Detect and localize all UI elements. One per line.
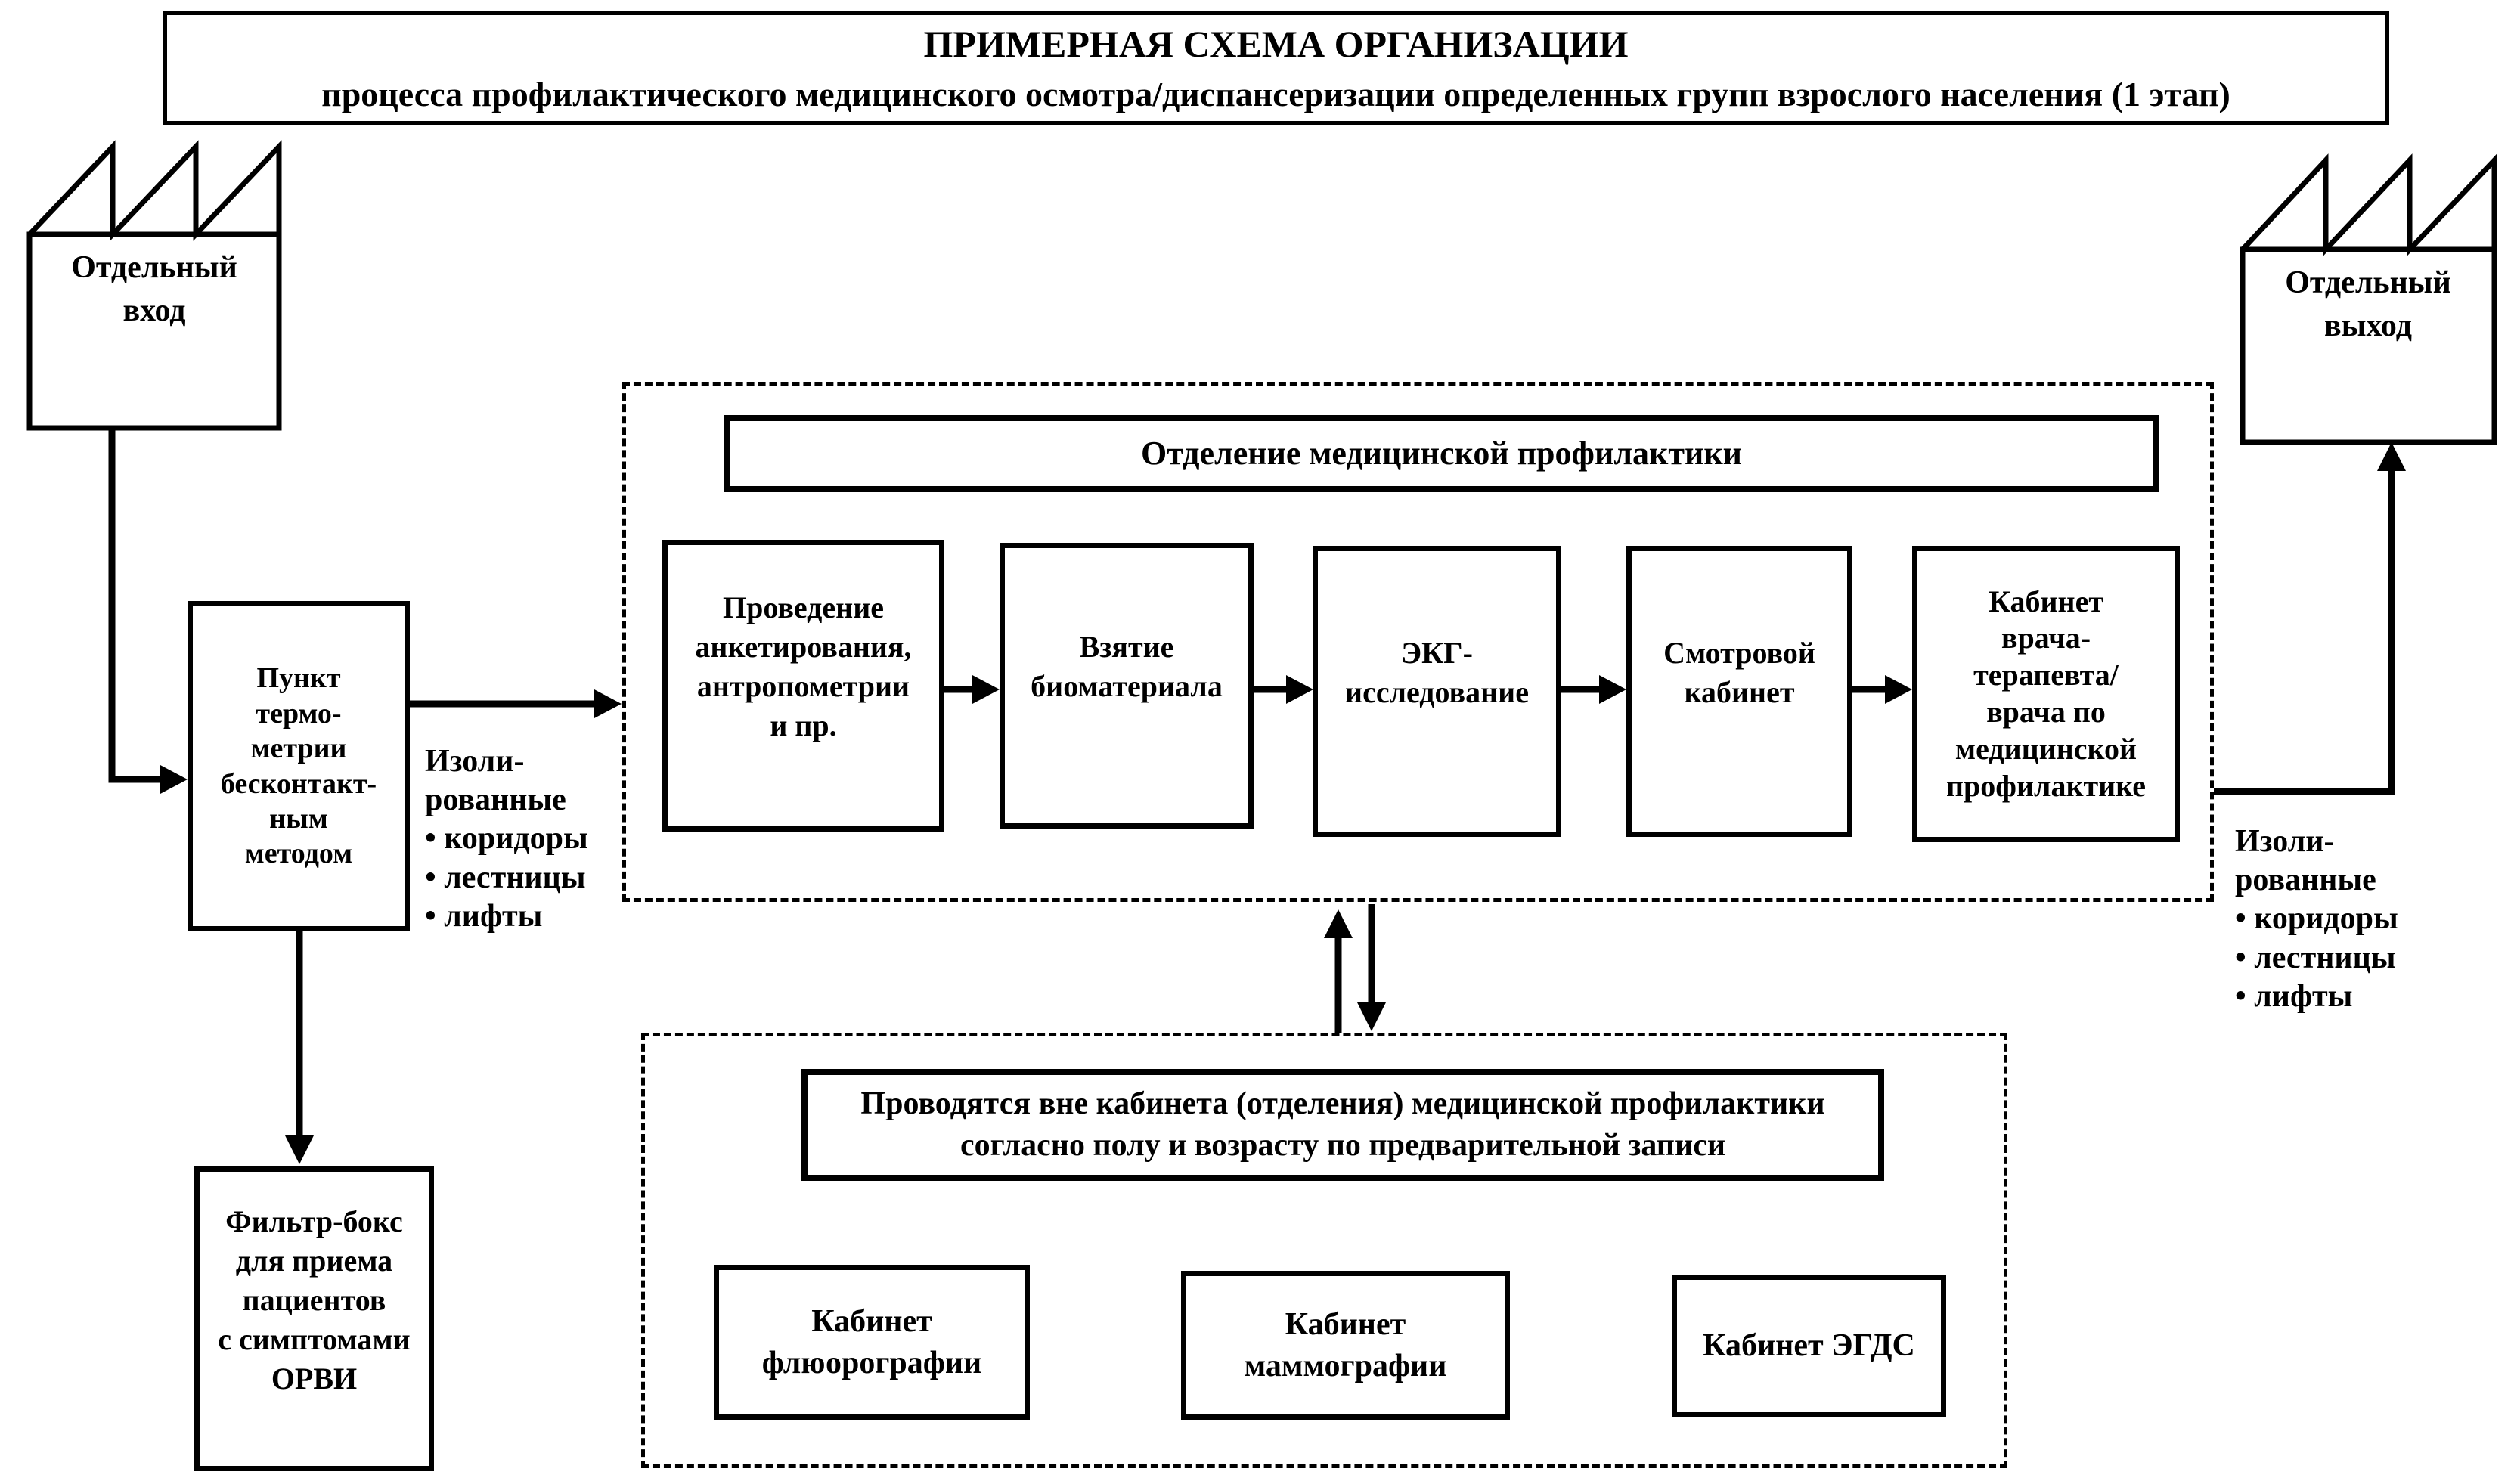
external-procedures-header: Проводятся вне кабинета (отделения) меди… [801, 1069, 1884, 1181]
entry-label: Отдельный вход [71, 250, 237, 328]
exit-label: Отдельный выход [2285, 265, 2451, 343]
thermometry-label: Пункт термо- метрии бесконтакт- ным мето… [220, 662, 377, 870]
external-procedures-container [641, 1033, 2007, 1468]
isolated-routes-right: Изоли- рованные • коридоры • лестницы • … [2235, 824, 2398, 1014]
page-title: ПРИМЕРНАЯ СХЕМА ОРГАНИЗАЦИИ [923, 22, 1629, 65]
factory-exit-icon [2240, 153, 2497, 445]
step-biomaterial-box: Взятие биоматериала [1000, 543, 1254, 829]
factory-entry-icon [26, 140, 282, 431]
room-mammography-label: Кабинет маммографии [1244, 1306, 1447, 1383]
arrow-department-to-exit [2214, 471, 2395, 795]
arrowhead [2377, 442, 2406, 471]
room-mammography-box: Кабинет маммографии [1181, 1271, 1510, 1420]
arrowhead [972, 675, 1000, 704]
page-subtitle: процесса профилактического медицинского … [321, 74, 2230, 113]
arrowhead [1885, 675, 1912, 704]
arrowhead [1324, 909, 1353, 938]
room-egds-box: Кабинет ЭГДС [1672, 1275, 1946, 1417]
step-examination-room-label: Смотровой кабинет [1663, 635, 1815, 709]
title-box: ПРИМЕРНАЯ СХЕМА ОРГАНИЗАЦИИ процесса про… [163, 11, 2389, 125]
thermometry-box: Пункт термо- метрии бесконтакт- ным мето… [188, 601, 410, 931]
external-procedures-header-label: Проводятся вне кабинета (отделения) меди… [860, 1086, 1825, 1163]
arrowhead [594, 689, 622, 718]
arrowhead [160, 765, 188, 794]
arrowhead [1286, 675, 1313, 704]
step-ecg-label: ЭКГ- исследование [1345, 635, 1529, 709]
step-questionnaire-box: Проведение анкетирования, антропометрии … [662, 540, 944, 832]
step-therapist-box: Кабинет врача- терапевта/ врача по медиц… [1912, 546, 2180, 842]
step-therapist-label: Кабинет врача- терапевта/ врача по медиц… [1945, 584, 2146, 803]
arrowhead [1357, 1002, 1386, 1031]
prevention-department-header: Отделение медицинской профилактики [724, 415, 2159, 492]
room-fluorography-label: Кабинет флюорографии [761, 1303, 982, 1380]
arrowhead [285, 1135, 314, 1164]
room-fluorography-box: Кабинет флюорографии [714, 1265, 1030, 1420]
step-questionnaire-label: Проведение анкетирования, антропометрии … [695, 590, 912, 742]
room-egds-label: Кабинет ЭГДС [1703, 1328, 1915, 1364]
prevention-department-container [622, 382, 2214, 902]
arrowhead [1599, 675, 1626, 704]
step-biomaterial-label: Взятие биоматериала [1031, 630, 1223, 703]
arrow-entry-to-thermometry [108, 428, 162, 783]
prevention-department-header-label: Отделение медицинской профилактики [1140, 435, 1743, 472]
filter-box-label: Фильтр-бокс для приема пациентов с симпт… [218, 1204, 411, 1396]
step-examination-room-box: Смотровой кабинет [1626, 546, 1852, 837]
isolated-routes-left: Изоли- рованные • коридоры • лестницы • … [425, 744, 588, 934]
filter-box: Фильтр-бокс для приема пациентов с симпт… [194, 1166, 434, 1471]
step-ecg-box: ЭКГ- исследование [1313, 546, 1561, 837]
